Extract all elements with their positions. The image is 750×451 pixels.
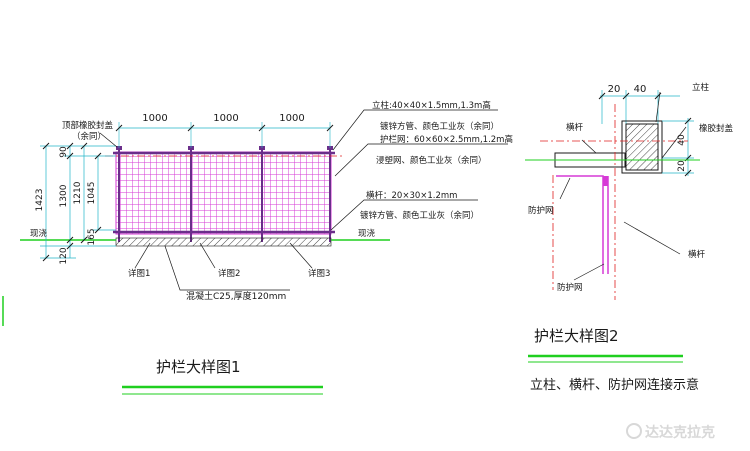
label-rail-top: 横杆 bbox=[566, 122, 584, 133]
label-net-2: 防护网 bbox=[557, 282, 583, 293]
detail-top-dims bbox=[600, 90, 680, 124]
dim-1045: 1045 bbox=[87, 182, 97, 205]
detail-leaders-2 bbox=[559, 91, 687, 281]
rail-spec-2: 镀锌方管、颜色工业灰（余同） bbox=[360, 210, 479, 221]
guardrail-elevation-1: 1000 1000 1000 1423 90 1300 1210 1045 16… bbox=[2, 100, 513, 395]
ground-label-left: 现浇 bbox=[30, 228, 48, 239]
post-spec-2: 镀锌方管、颜色工业灰（余同） bbox=[380, 121, 499, 132]
cap-label-1: 顶部橡胶封盖 bbox=[62, 120, 114, 131]
guardrail-detail-2: 20 40 40 20 bbox=[525, 82, 734, 393]
label-post: 立柱 bbox=[692, 82, 710, 93]
dim-165: 165 bbox=[87, 228, 97, 245]
dim-span-3: 1000 bbox=[279, 113, 304, 124]
label-cap: 橡胶封盖 bbox=[699, 123, 734, 134]
rail-spec-1: 横杆：20×30×1.2mm bbox=[366, 190, 457, 201]
ground-label-right: 现浇 bbox=[358, 228, 376, 239]
posts bbox=[118, 148, 331, 242]
watermark: 达达克拉克 bbox=[626, 423, 715, 441]
mesh-panel bbox=[115, 151, 332, 235]
detail-1-label: 详图1 bbox=[128, 268, 150, 279]
post-spec-1: 立柱:40×40×1.5mm,1.3m高 bbox=[372, 100, 491, 111]
post-caps bbox=[116, 146, 333, 150]
label-net-1: 防护网 bbox=[528, 205, 554, 216]
concrete-footing bbox=[115, 237, 332, 247]
mesh-spec-1: 护栏网：60×60×2.5mm,1.2m高 bbox=[380, 134, 513, 145]
dim-1300: 1300 bbox=[59, 184, 69, 207]
detail-3-label: 详图3 bbox=[308, 268, 330, 279]
cap-label-2: （余同） bbox=[72, 131, 106, 142]
dim-1423: 1423 bbox=[35, 189, 45, 212]
watermark-text: 达达克拉克 bbox=[645, 424, 715, 441]
dim-120: 120 bbox=[59, 247, 69, 264]
diagram2-subtitle: 立柱、横杆、防护网连接示意 bbox=[530, 377, 699, 393]
diagram2-title: 护栏大样图2 bbox=[534, 327, 619, 345]
detail-dim-v40: 40 bbox=[677, 134, 687, 146]
net-clamp bbox=[603, 176, 608, 186]
concrete-label: 混凝土C25,厚度120mm bbox=[186, 290, 286, 302]
dim-90: 90 bbox=[59, 146, 69, 158]
dim-ticks bbox=[42, 142, 102, 262]
detail-dim-20: 20 bbox=[608, 84, 621, 95]
diagram1-title: 护栏大样图1 bbox=[156, 358, 241, 376]
dim-1210: 1210 bbox=[73, 181, 83, 204]
label-rail-right: 横杆 bbox=[688, 249, 706, 260]
post-outline bbox=[621, 120, 663, 174]
left-dimensions bbox=[40, 145, 116, 259]
dim-span-1: 1000 bbox=[142, 113, 167, 124]
detail-2-label: 详图2 bbox=[218, 268, 240, 279]
detail-dim-40: 40 bbox=[634, 84, 647, 95]
dim-span-2: 1000 bbox=[213, 113, 238, 124]
detail-dim-v20: 20 bbox=[677, 160, 687, 172]
mesh-spec-2: 浸塑网、颜色工业灰（余同） bbox=[376, 155, 487, 166]
cap-leader bbox=[99, 132, 118, 148]
detail-leaders bbox=[134, 242, 313, 291]
weibo-icon bbox=[626, 423, 642, 439]
right-leaders bbox=[330, 109, 508, 231]
post-section bbox=[625, 123, 659, 171]
top-dimension bbox=[115, 122, 334, 148]
